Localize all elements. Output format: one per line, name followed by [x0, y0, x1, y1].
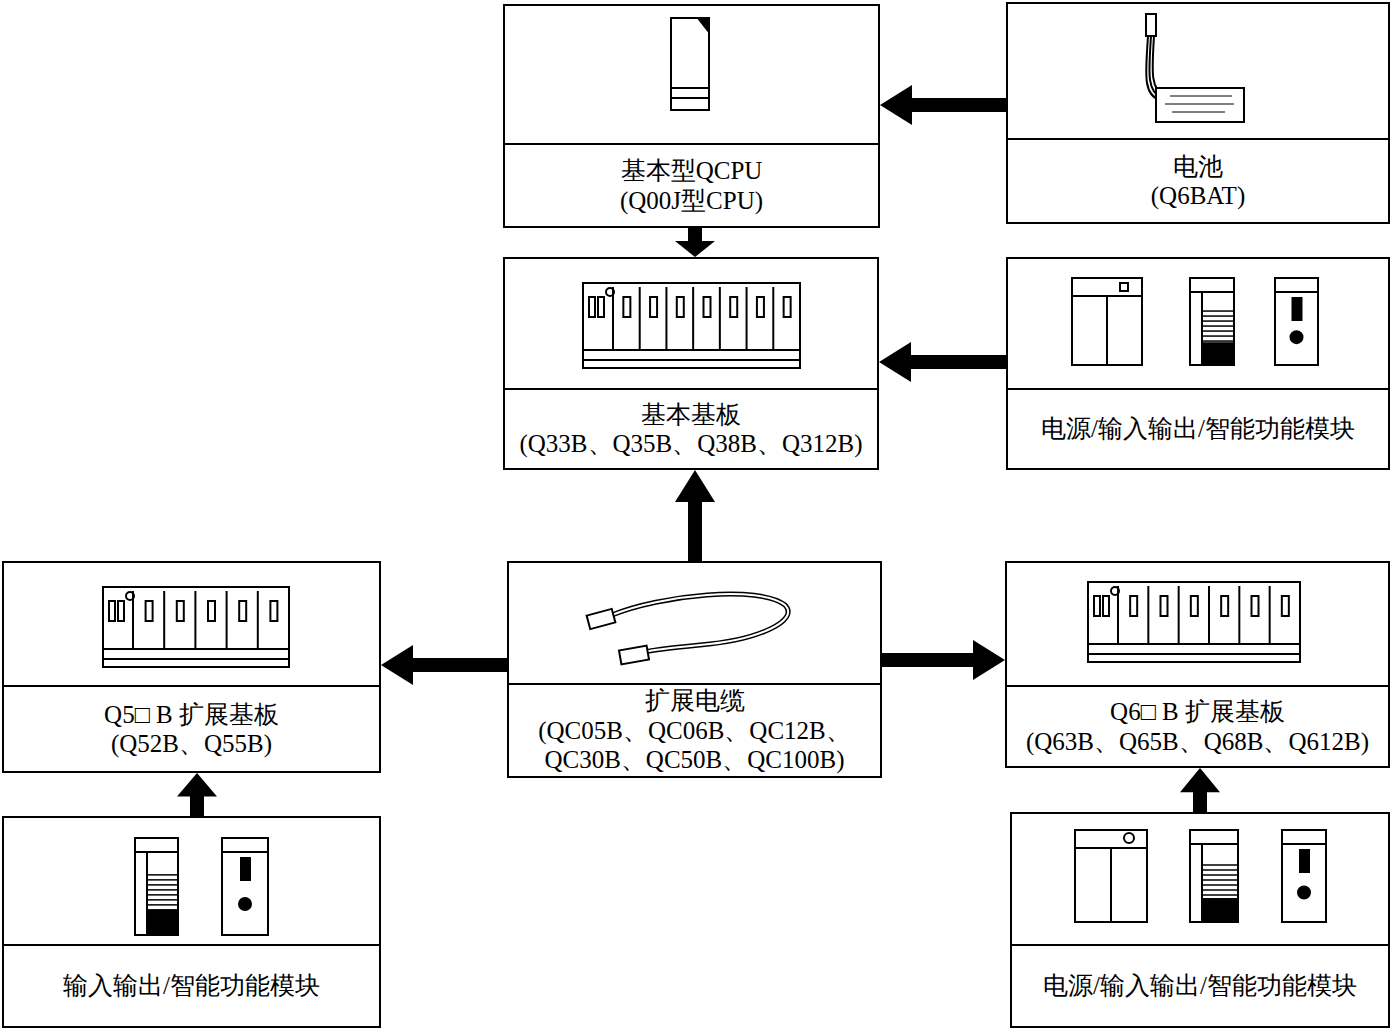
component-box: 基本型QCPU(Q00J型CPU) [503, 4, 880, 228]
caption-area: Q6□ B 扩展基板(Q63B、Q65B、Q68B、Q612B) [1007, 685, 1388, 766]
caption-area: 基本基板(Q33B、Q35B、Q38B、Q312B) [505, 388, 877, 468]
base-plate [583, 283, 800, 368]
component-label: Q5□ B 扩展基板 [104, 700, 279, 730]
intelligent-module [1282, 830, 1326, 922]
component-label: (QC05B、QC06B、QC12B、 QC30B、QC50B、QC100B) [515, 716, 874, 775]
component-label: 输入输出/智能功能模块 [63, 971, 320, 1001]
io-module [135, 838, 178, 935]
component-label: (Q63B、Q65B、Q68B、Q612B) [1026, 727, 1369, 757]
caption-area: 电源/输入输出/智能功能模块 [1012, 944, 1388, 1026]
flow-arrow [675, 228, 715, 257]
battery [1146, 14, 1244, 122]
component-label: 电池 [1173, 152, 1223, 182]
base-plates [103, 283, 1300, 667]
component-box: 电源/输入输出/智能功能模块 [1006, 257, 1390, 470]
flow-arrow [381, 645, 507, 685]
component-box: 电池(Q6BAT) [1006, 2, 1390, 224]
flow-arrow [1180, 768, 1220, 812]
component-label: (Q00J型CPU) [620, 186, 763, 216]
component-label: 基本基板 [641, 400, 741, 430]
flow-arrow [882, 640, 1005, 680]
component-label: 电源/输入输出/智能功能模块 [1043, 971, 1357, 1001]
flow-arrow [177, 773, 217, 816]
flow-arrow [879, 342, 1006, 382]
caption-area: 基本型QCPU(Q00J型CPU) [505, 143, 878, 226]
caption-area: 扩展电缆(QC05B、QC06B、QC12B、 QC30B、QC50B、QC10… [509, 683, 880, 776]
caption-area: 电源/输入输出/智能功能模块 [1008, 388, 1388, 468]
component-box: 电源/输入输出/智能功能模块 [1010, 812, 1390, 1028]
base-plate [103, 587, 289, 667]
cpu-module [671, 18, 709, 110]
component-box: 基本基板(Q33B、Q35B、Q38B、Q312B) [503, 257, 879, 470]
flow-arrow [675, 470, 715, 561]
component-label: 扩展电缆 [645, 686, 745, 716]
caption-area: 输入输出/智能功能模块 [4, 944, 379, 1026]
component-label: (Q52B、Q55B) [111, 729, 272, 759]
power-module [1072, 278, 1147, 922]
component-label: (Q6BAT) [1151, 181, 1245, 211]
io-modules [135, 278, 1326, 935]
caption-area: 电池(Q6BAT) [1008, 138, 1388, 222]
io-module [1190, 278, 1234, 365]
intelligent-module [222, 838, 268, 935]
component-box: Q6□ B 扩展基板(Q63B、Q65B、Q68B、Q612B) [1005, 561, 1390, 768]
component-label: Q6□ B 扩展基板 [1110, 697, 1285, 727]
base-plate [1088, 582, 1300, 662]
intelligent-module [1275, 278, 1318, 365]
component-label: (Q33B、Q35B、Q38B、Q312B) [519, 429, 862, 459]
component-label: 基本型QCPU [621, 156, 763, 186]
component-label: 电源/输入输出/智能功能模块 [1041, 414, 1355, 444]
flow-arrow [880, 85, 1006, 125]
io-module [1190, 830, 1238, 922]
component-box: Q5□ B 扩展基板(Q52B、Q55B) [2, 561, 381, 773]
component-box: 扩展电缆(QC05B、QC06B、QC12B、 QC30B、QC50B、QC10… [507, 561, 882, 778]
extension-cable [587, 594, 789, 664]
caption-area: Q5□ B 扩展基板(Q52B、Q55B) [4, 685, 379, 771]
component-box: 输入输出/智能功能模块 [2, 816, 381, 1028]
